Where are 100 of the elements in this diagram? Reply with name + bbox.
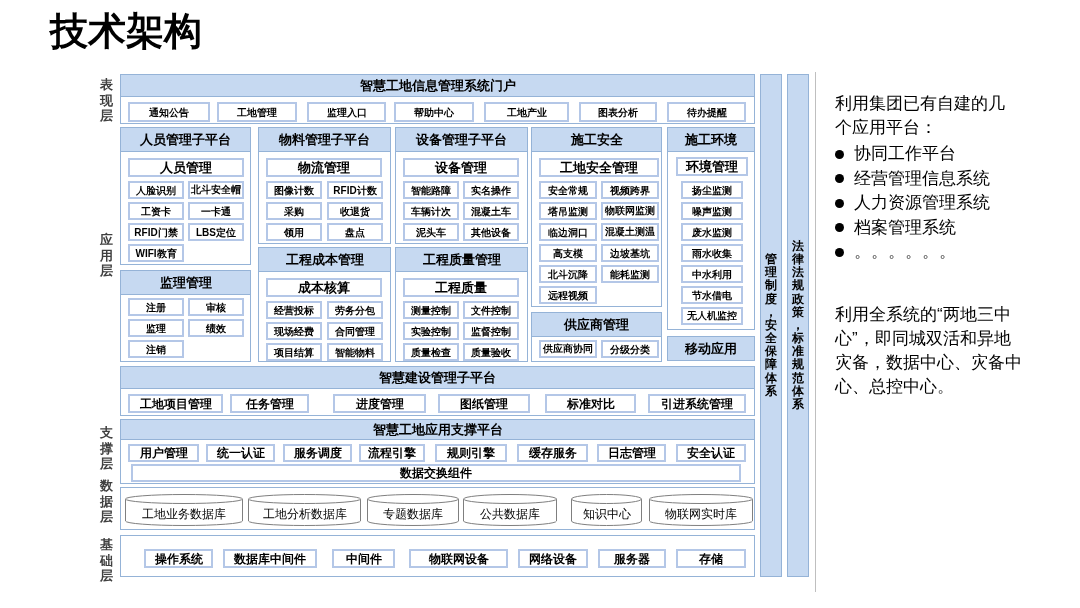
module-box: 高支模 [539, 244, 597, 262]
layer-label: 支撑层 [100, 425, 113, 472]
panel-heading: 智慧建设管理子平台 [379, 369, 496, 388]
module-box: 泥头车 [403, 223, 459, 241]
module-box: 视频跨界 [601, 181, 659, 199]
module-box: 噪声监测 [681, 202, 743, 220]
database-cylinder: 工地分析数据库 [248, 494, 361, 526]
module-box: 临边洞口 [539, 223, 597, 241]
module-box: 待办提醒 [667, 102, 746, 122]
module-box: 能耗监测 [601, 265, 659, 283]
module-box: 工地项目管理 [128, 394, 223, 413]
layer-panel [120, 535, 755, 577]
platform-panel [531, 127, 662, 307]
module-box: 现场经费 [266, 322, 322, 340]
module-box: 服务器 [598, 549, 666, 568]
platform-panel [120, 74, 755, 124]
module-box: 车辆计次 [403, 202, 459, 220]
module-box: 标准对比 [545, 394, 636, 413]
module-box: 塔吊监测 [539, 202, 597, 220]
panel-heading: 监理管理 [159, 274, 212, 293]
database-cylinder: 工地业务数据库 [125, 494, 243, 526]
panel-heading: 智慧工地应用支撑平台 [372, 421, 503, 440]
module-box: 中间件 [332, 549, 395, 568]
module-box: 绩效 [188, 319, 244, 337]
module-box: 北斗沉降 [539, 265, 597, 283]
module-box: 任务管理 [230, 394, 309, 413]
platform-panel [120, 127, 251, 265]
module-box: 审核 [188, 298, 244, 316]
module-box: 统一认证 [206, 444, 275, 462]
module-box: 质量验收 [463, 343, 519, 361]
panel-heading: 智慧工地信息管理系统门户 [359, 77, 516, 96]
module-box: 流程引擎 [359, 444, 425, 462]
list-item: 协同工作平台 [854, 143, 956, 165]
module-box: 劳务分包 [327, 301, 383, 319]
module-box: 一卡通 [188, 202, 244, 220]
module-box: 日志管理 [597, 444, 666, 462]
module-box: 数据库中间件 [223, 549, 317, 568]
module-box: 网络设备 [518, 549, 588, 568]
module-box: 注销 [128, 340, 184, 358]
module-box: LBS定位 [188, 223, 244, 241]
platform-panel [120, 270, 251, 362]
module-box: 人员管理 [128, 158, 244, 177]
module-box: 人脸识别 [128, 181, 184, 199]
platform-panel [667, 127, 755, 330]
module-box: 物联网设备 [409, 549, 508, 568]
module-box: 工地安全管理 [539, 158, 659, 177]
list-item: 人力资源管理系统 [854, 192, 990, 214]
database-cylinder: 物联网实时库 [649, 494, 753, 526]
module-box: 经营投标 [266, 301, 322, 319]
panel-heading: 人员管理子平台 [140, 131, 231, 150]
module-box: 智能物料 [327, 343, 383, 361]
module-box: 引进系统管理 [648, 394, 746, 413]
vertical-band: 法律法规政策，标准规范体系 [787, 74, 809, 577]
module-box: 供应商协同 [539, 340, 597, 358]
module-box: 服务调度 [283, 444, 352, 462]
module-box: WIFI教育 [128, 244, 184, 262]
module-box: 监理入口 [307, 102, 386, 122]
module-box: 物流管理 [266, 158, 382, 177]
module-box: 通知公告 [128, 102, 210, 122]
platform-panel [258, 127, 391, 244]
module-box: 工程质量 [403, 278, 519, 297]
module-box: 项目结算 [266, 343, 322, 361]
note-text: 利用集团已有自建的几个应用平台： [835, 93, 1006, 139]
platform-panel [531, 312, 662, 362]
module-box: 智能路障 [403, 181, 459, 199]
module-box: 数据交换组件 [131, 464, 741, 482]
module-box: 注册 [128, 298, 184, 316]
module-box: 中水利用 [681, 265, 743, 283]
panel-heading: 供应商管理 [564, 316, 629, 335]
panel-heading: 工程质量管理 [422, 251, 501, 270]
module-box: 其他设备 [463, 223, 519, 241]
platform-panel [258, 247, 391, 362]
module-box: 雨水收集 [681, 244, 743, 262]
layer-label: 应用层 [100, 232, 113, 279]
module-box: 安全认证 [676, 444, 746, 462]
module-box: 图纸管理 [438, 394, 530, 413]
module-box: RFID门禁 [128, 223, 184, 241]
list-item: 。。。。。。 [854, 241, 956, 263]
module-box: 收退货 [327, 202, 383, 220]
module-box: 工地产业 [484, 102, 569, 122]
panel-heading: 工程成本管理 [285, 251, 364, 270]
module-box: RFID计数 [327, 181, 383, 199]
list-item: 档案管理系统 [854, 216, 956, 239]
module-box: 实名操作 [463, 181, 519, 199]
module-box: 节水借电 [681, 286, 743, 304]
list-item: 经营管理信息系统 [854, 167, 990, 190]
note-text: 利用全系统的“两地三中心”，即同城双活和异地灾备，数据中心、灾备中心、总控中心。 [835, 304, 1023, 398]
module-box: 测量控制 [403, 301, 459, 319]
module-box: 文件控制 [463, 301, 519, 319]
module-box: 无人机监控 [681, 307, 743, 325]
module-box: 操作系统 [144, 549, 213, 568]
layer-label: 数据层 [100, 478, 113, 525]
database-cylinder: 专题数据库 [367, 494, 459, 526]
module-box: 环境管理 [676, 157, 748, 176]
module-box: 图像计数 [266, 181, 322, 199]
module-box: 北斗安全帽 [188, 181, 244, 199]
module-box: 帮助中心 [394, 102, 474, 122]
database-cylinder: 知识中心 [571, 494, 642, 526]
layer-label: 表现层 [100, 77, 113, 124]
platform-panel [395, 127, 528, 244]
